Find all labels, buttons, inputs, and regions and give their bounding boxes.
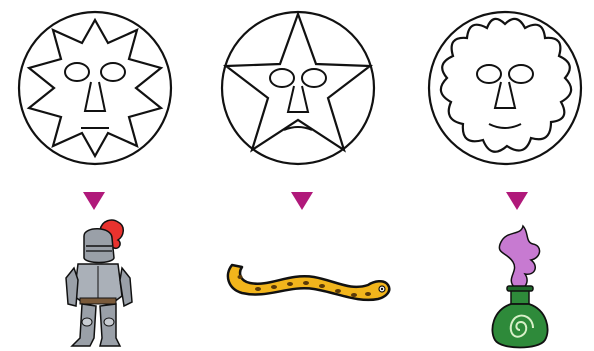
down-triangle-icon: [291, 192, 313, 210]
sun-face-card[interactable]: [15, 8, 175, 168]
puzzle-column-1: [15, 0, 175, 351]
right-eye: [101, 63, 125, 81]
snake-icon[interactable]: [218, 245, 398, 315]
left-eye: [477, 65, 501, 83]
puzzle-column-3: [425, 0, 585, 351]
sun-face-icon: [15, 8, 175, 168]
flower-face-icon: [425, 8, 585, 168]
star-face-card[interactable]: [218, 8, 378, 168]
potion-bottle-icon[interactable]: [485, 218, 555, 351]
right-eye: [509, 65, 533, 83]
down-triangle-icon: [506, 192, 528, 210]
puzzle-column-2: [218, 0, 378, 351]
left-eye: [270, 69, 294, 87]
left-eye: [65, 63, 89, 81]
right-eye: [302, 69, 326, 87]
star-face-icon: [218, 8, 378, 168]
flower-face-card[interactable]: [425, 8, 585, 168]
down-triangle-icon: [83, 192, 105, 210]
knight-icon[interactable]: [60, 218, 140, 351]
